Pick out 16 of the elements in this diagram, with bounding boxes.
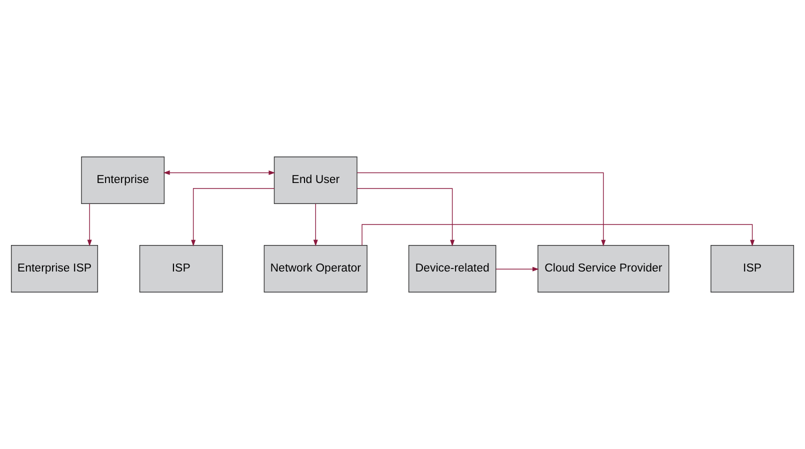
arrow: [356, 172, 606, 246]
arrow: [313, 203, 318, 246]
arrow: [362, 224, 755, 246]
arrow: [496, 266, 539, 272]
arrow: [87, 203, 92, 246]
node-box: ISP: [710, 245, 794, 292]
node-box: Enterprise ISP: [10, 245, 98, 292]
node-box: ISP: [139, 245, 223, 292]
node-box: Device-related: [408, 245, 496, 292]
arrow: [163, 170, 276, 175]
node-box: Enterprise: [81, 156, 165, 204]
arrow: [191, 188, 275, 246]
node-box: End User: [274, 156, 358, 204]
node-box: Cloud Service Provider: [538, 245, 670, 292]
node-box: Network Operator: [264, 245, 368, 292]
arrow: [356, 188, 455, 246]
